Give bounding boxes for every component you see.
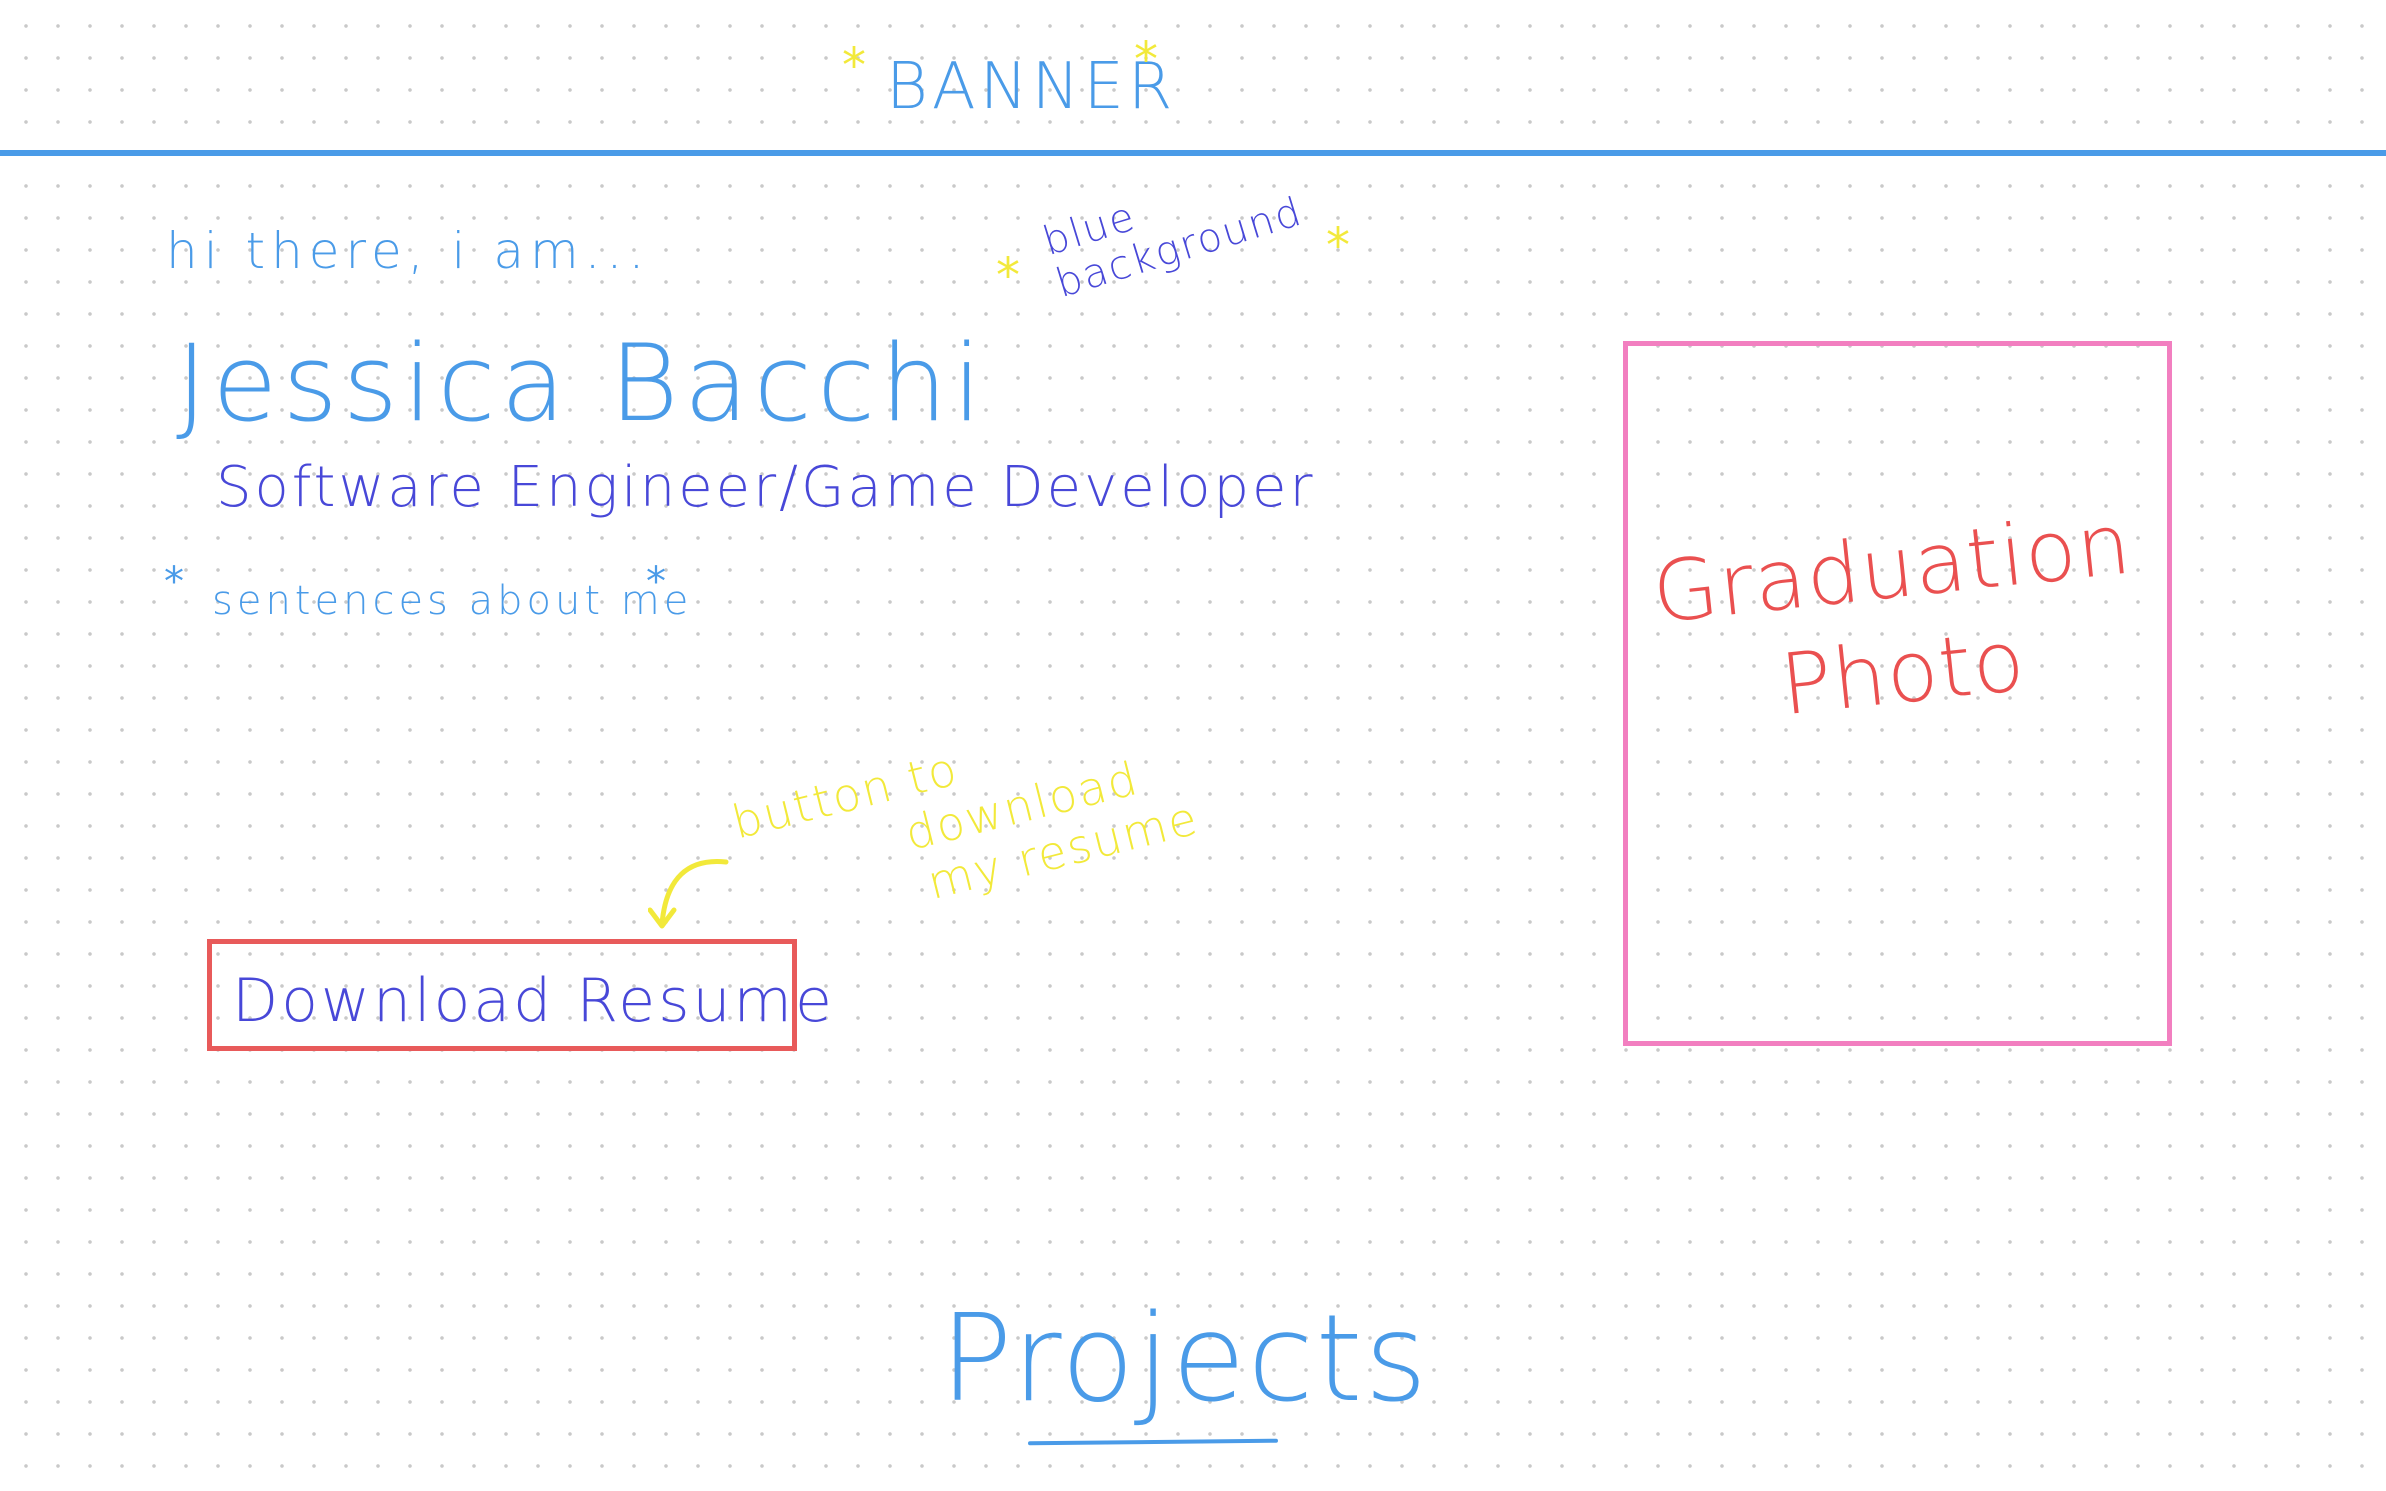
- projects-heading: Projects: [940, 1290, 1430, 1429]
- note-star-left-icon: *: [996, 248, 1020, 304]
- download-resume-label: Download Resume: [232, 966, 835, 1036]
- greeting-text: hi there, i am...: [166, 222, 651, 280]
- photo-label: Graduation Photo: [1619, 488, 2177, 753]
- banner-divider: [0, 150, 2386, 156]
- hero-role: Software Engineer/Game Developer: [216, 455, 1316, 520]
- note-star-right-icon: *: [1326, 218, 1350, 274]
- banner-star-right-icon: *: [1134, 32, 1158, 88]
- curved-arrow-icon: [648, 859, 729, 929]
- note-blue-background: blue background: [1038, 134, 1351, 308]
- about-star-left-icon: *: [164, 559, 184, 605]
- note-download-button: button to download my resume: [727, 672, 1270, 952]
- download-resume-button[interactable]: Download Resume: [207, 939, 832, 1051]
- about-me-text: sentences about me: [212, 578, 693, 624]
- projects-underline: [1027, 1438, 1279, 1446]
- about-star-right-icon: *: [646, 559, 666, 605]
- banner-star-left-icon: *: [842, 38, 866, 94]
- banner-title: BANNER: [886, 50, 1177, 124]
- graduation-photo-placeholder: Graduation Photo: [1623, 341, 2172, 1046]
- hero-name: Jessica Bacchi: [176, 322, 987, 445]
